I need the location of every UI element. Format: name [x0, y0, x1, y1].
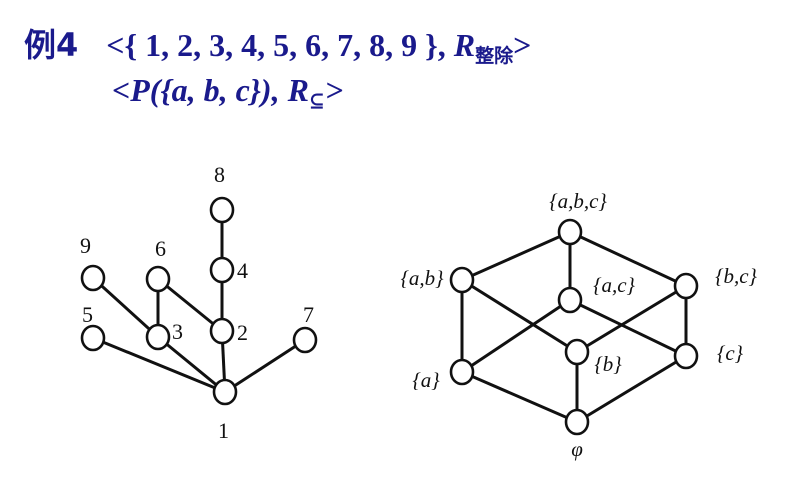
divisibility-edge-3-9	[91, 276, 160, 339]
divisibility-node-5	[80, 324, 106, 352]
divisibility-edge-1-7	[224, 338, 306, 394]
subset-labels: {a,b,c} {a,b} {a,c} {b,c} {a} {b} {c} φ	[400, 189, 757, 461]
line2-close-bracket: >	[324, 72, 344, 108]
title-close-bracket: >	[513, 27, 532, 63]
subset-node-label-ac: {a,c}	[593, 273, 635, 297]
divisibility-nodes	[80, 196, 318, 406]
subset-node-label-bc: {b,c}	[715, 264, 757, 288]
subset-node-label-a: {a}	[412, 368, 440, 392]
divisibility-node-3	[145, 323, 171, 351]
subset-edge-ac-a	[461, 298, 571, 374]
subset-node-ab	[449, 266, 475, 294]
divisibility-edge-1-5	[92, 336, 226, 394]
subset-node-ac	[557, 286, 583, 314]
divisibility-node-2	[209, 317, 235, 345]
divisibility-edge-2-6	[157, 277, 223, 333]
subset-node-label-ab: {a,b}	[400, 266, 444, 290]
divisibility-edge-1-3	[157, 335, 226, 394]
power-set: P({a, b, c}),	[130, 72, 288, 108]
subset-edge-ac-c	[569, 298, 687, 358]
subset-relation-symbol: R	[287, 72, 309, 108]
divisibility-node-6	[145, 265, 171, 293]
divisibility-node-label-4: 4	[237, 258, 248, 283]
divisibility-node-8	[209, 196, 235, 224]
subset-node-label-empty: φ	[571, 437, 583, 461]
subset-edge-c-empty	[576, 354, 687, 424]
subset-node-b	[564, 338, 590, 366]
subset-node-a	[449, 358, 475, 386]
divisibility-node-label-5: 5	[82, 302, 93, 327]
subset-node-abc	[557, 218, 583, 246]
divisibility-node-label-7: 7	[303, 302, 314, 327]
divisibility-node-7	[292, 326, 318, 354]
divisibility-labels: 1 2 3 4 5 6 7 8 9	[80, 162, 314, 443]
divisibility-edges	[91, 210, 306, 394]
divisibility-node-1	[212, 378, 238, 406]
divisibility-node-9	[80, 264, 106, 292]
divisibility-node-4	[209, 256, 235, 284]
subset-edge-abc-ab	[461, 230, 571, 282]
example-title-line-1: 例4 <{ 1, 2, 3, 4, 5, 6, 7, 8, 9 }, R整除>	[24, 20, 531, 68]
subset-nodes	[449, 218, 699, 436]
subset-node-bc	[673, 272, 699, 300]
subset-node-label-c: {c}	[717, 341, 744, 365]
divisibility-node-label-1: 1	[218, 418, 229, 443]
example-title-line-2: <P({a, b, c}), R⊆>	[112, 72, 343, 113]
divisibility-node-label-9: 9	[80, 233, 91, 258]
example-number: 例4	[24, 26, 79, 64]
subset-edges	[460, 230, 688, 424]
subset-edge-ab-b	[461, 278, 578, 354]
subset-edge-abc-bc	[569, 230, 687, 288]
subset-node-label-b: {b}	[594, 352, 622, 376]
subset-relation-subscript: ⊆	[308, 91, 325, 112]
divisibility-node-label-8: 8	[214, 162, 225, 187]
relation-symbol: R	[453, 27, 476, 63]
line2-open-bracket: <	[112, 72, 131, 108]
divisibility-node-label-2: 2	[237, 320, 248, 345]
subset-node-c	[673, 342, 699, 370]
divisibility-node-label-3: 3	[172, 319, 183, 344]
divisibility-set: <{ 1, 2, 3, 4, 5, 6, 7, 8, 9 },	[106, 27, 454, 63]
divisibility-node-label-6: 6	[155, 236, 166, 261]
relation-subscript: 整除	[475, 45, 514, 67]
subset-node-label-abc: {a,b,c}	[549, 189, 607, 213]
subset-edge-bc-b	[576, 284, 687, 354]
subset-node-empty	[564, 408, 590, 436]
subset-edge-a-empty	[461, 370, 578, 424]
